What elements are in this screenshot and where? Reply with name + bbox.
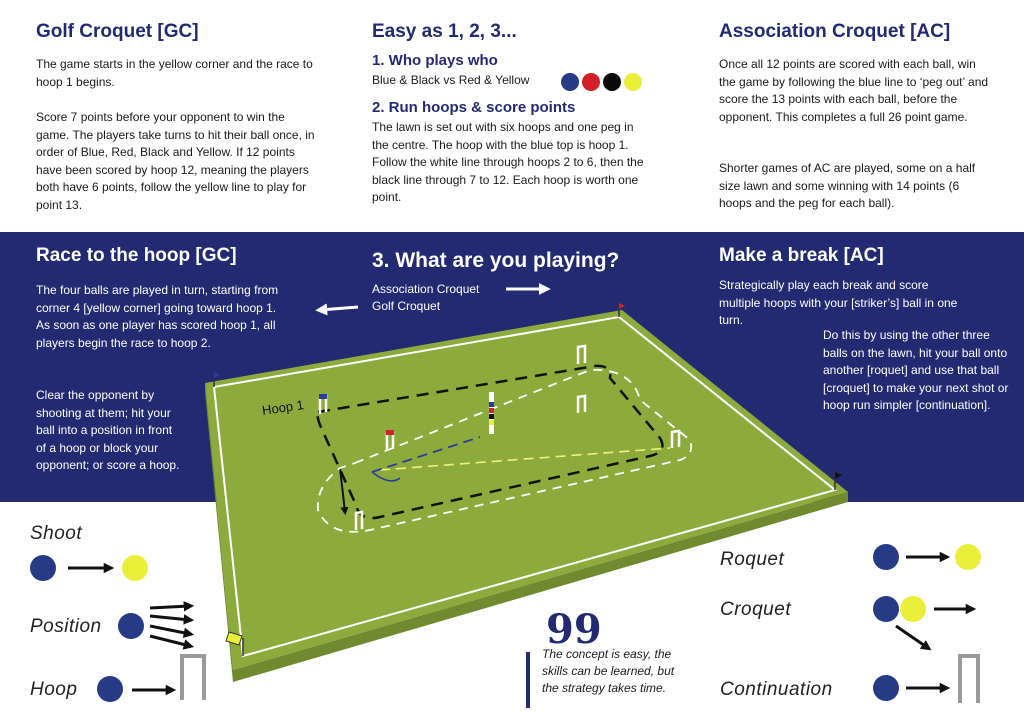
run-hoops-text: The lawn is set out with six hoops and o…: [372, 120, 644, 204]
target-ball-icon: [122, 555, 148, 581]
gc-intro: The game starts in the yellow corner and…: [36, 57, 313, 89]
blue-ball-icon: [561, 73, 579, 91]
continuation-label: Continuation: [720, 679, 833, 700]
lawn: [205, 310, 848, 670]
gc-title: Golf Croquet [GC]: [36, 21, 199, 42]
ac-title: Association Croquet [AC]: [719, 21, 951, 42]
red-ball-icon: [582, 73, 600, 91]
position-arrow-icon: [149, 601, 195, 612]
easy-title: Easy as 1, 2, 3...: [372, 21, 517, 42]
shoot-label: Shoot: [30, 523, 83, 544]
continuation-hoop-icon: [958, 654, 980, 703]
position-ball-icon: [118, 613, 144, 639]
roquet-target-ball-icon: [955, 544, 981, 570]
croquet-target-ball-icon: [900, 596, 926, 622]
ac-shorter: Shorter games of AC are played, some on …: [719, 161, 976, 210]
hoop-label: Hoop: [30, 679, 78, 700]
croquet-striker-ball-icon: [873, 596, 899, 622]
hoop-ball-icon: [97, 676, 123, 702]
playing-title: 3. What are you playing?: [372, 249, 620, 272]
who-plays-title: 1. Who plays who: [372, 52, 498, 69]
roquet-label: Roquet: [720, 549, 785, 570]
roquet-striker-ball-icon: [873, 544, 899, 570]
arrow-left-icon: [315, 303, 359, 316]
striker-ball-icon: [30, 555, 56, 581]
quote-bar: [526, 652, 530, 708]
race-tactics: Clear the opponent by shooting at them; …: [36, 388, 180, 472]
black-ball-icon: [603, 73, 621, 91]
continuation-ball-icon: [873, 675, 899, 701]
run-hoops-title: 2. Run hoops & score points: [372, 99, 576, 116]
quote-text: The concept is easy, the skills can be l…: [542, 647, 675, 695]
hoop-icon: [180, 654, 206, 700]
position-label: Position: [30, 616, 102, 637]
who-plays-text: Blue & Black vs Red & Yellow: [372, 73, 530, 87]
race-title: Race to the hoop [GC]: [36, 245, 237, 266]
race-intro: The four balls are played in turn, start…: [36, 283, 279, 350]
playing-ac: Association Croquet: [372, 282, 480, 296]
break-intro: Strategically play each break and score …: [719, 278, 958, 327]
break-title: Make a break [AC]: [719, 245, 884, 266]
gc-rules: Score 7 points before your opponent to w…: [36, 110, 315, 212]
break-detail: Do this by using the other three balls o…: [823, 328, 1009, 412]
croquet-label: Croquet: [720, 599, 792, 620]
ac-intro: Once all 12 points are scored with each …: [719, 57, 989, 124]
playing-gc: Golf Croquet: [372, 299, 441, 313]
yellow-ball-icon: [624, 73, 642, 91]
quote-icon: 99: [546, 606, 602, 653]
